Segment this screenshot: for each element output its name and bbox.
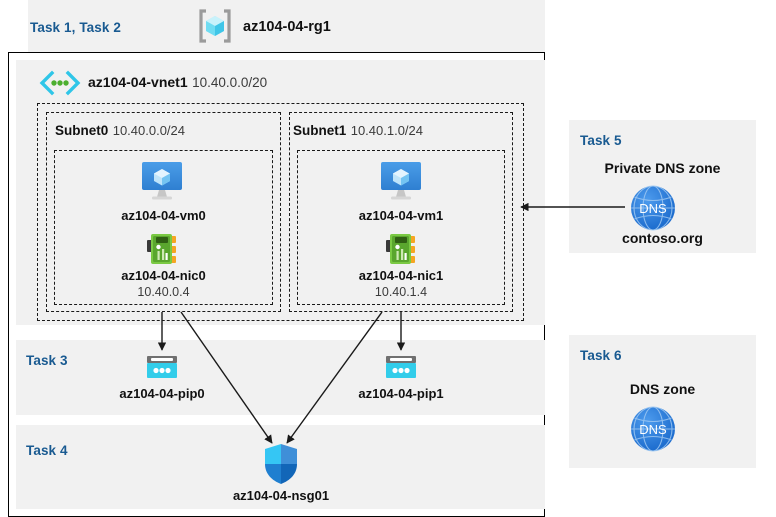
virtual-machine-icon-0 [137,160,187,202]
vm-box-1 [297,150,505,305]
private-dns-zone-title: Private DNS zone [604,160,721,176]
subnet-box-1 [289,112,513,312]
network-interface-icon-1 [385,232,417,266]
connector-nic1-nsg [286,311,383,444]
subnet-label-1: Subnet1 10.40.1.0/24 [293,122,423,140]
public-ip-address-icon-1 [384,354,418,382]
nic-name-0: az104-04-nic0 [121,268,206,283]
subnet-label-0: Subnet0 10.40.0.0/24 [55,122,185,140]
virtual-machine-icon-1 [376,160,426,202]
resource-group-header-band [28,0,545,52]
vnet-cidr: 10.40.0.0/20 [192,75,268,90]
vm-name-1: az104-04-vm1 [358,208,444,223]
resource-group-name: az104-04-rg1 [243,19,331,35]
vm-box-0 [54,150,273,305]
nic-name-1: az104-04-nic1 [358,268,444,283]
network-interface-icon-0 [146,232,178,266]
subnet-cidr-1: 10.40.1.0/24 [350,123,424,138]
task5-panel [569,120,756,253]
dns-icon-text-public: DNS [639,422,667,437]
vnet-title: az104-04-vnet1 10.40.0.0/20 [88,74,267,92]
virtual-network-icon [38,70,82,96]
subnet-cidr-0: 10.40.0.0/24 [112,123,186,138]
task3-panel [16,340,545,415]
subnets-container [37,103,524,321]
subnet-name-1: Subnet1 [293,123,347,138]
vnet-name: az104-04-vnet1 [88,74,188,90]
subnet-box-0 [46,112,281,312]
private-dns-zone-name: contoso.org [622,230,703,246]
resource-group-icon [197,8,233,44]
pip-name-0: az104-04-pip0 [119,386,205,401]
task-label-6: Task 6 [580,348,622,363]
task-label-4: Task 4 [26,443,68,458]
task-label-1-2: Task 1, Task 2 [30,20,121,35]
task-label-5: Task 5 [580,133,622,148]
public-ip-address-icon-0 [145,354,179,382]
dns-zone-title: DNS zone [629,381,696,397]
nsg-name: az104-04-nsg01 [232,488,330,503]
dns-globe-icon-public: DNS [629,405,677,453]
subnet-name-0: Subnet0 [55,123,109,138]
nic-ip-1: 10.40.1.4 [374,285,428,299]
nic-ip-0: 10.40.0.4 [137,285,190,299]
network-security-group-shield-icon [263,443,299,485]
dns-icon-text-private: DNS [639,201,667,216]
task-label-3: Task 3 [26,353,68,368]
dns-globe-icon-private: DNS [629,184,677,232]
vm-name-0: az104-04-vm0 [121,208,206,223]
pip-name-1: az104-04-pip1 [358,386,444,401]
connector-nic0-nsg [180,311,273,444]
